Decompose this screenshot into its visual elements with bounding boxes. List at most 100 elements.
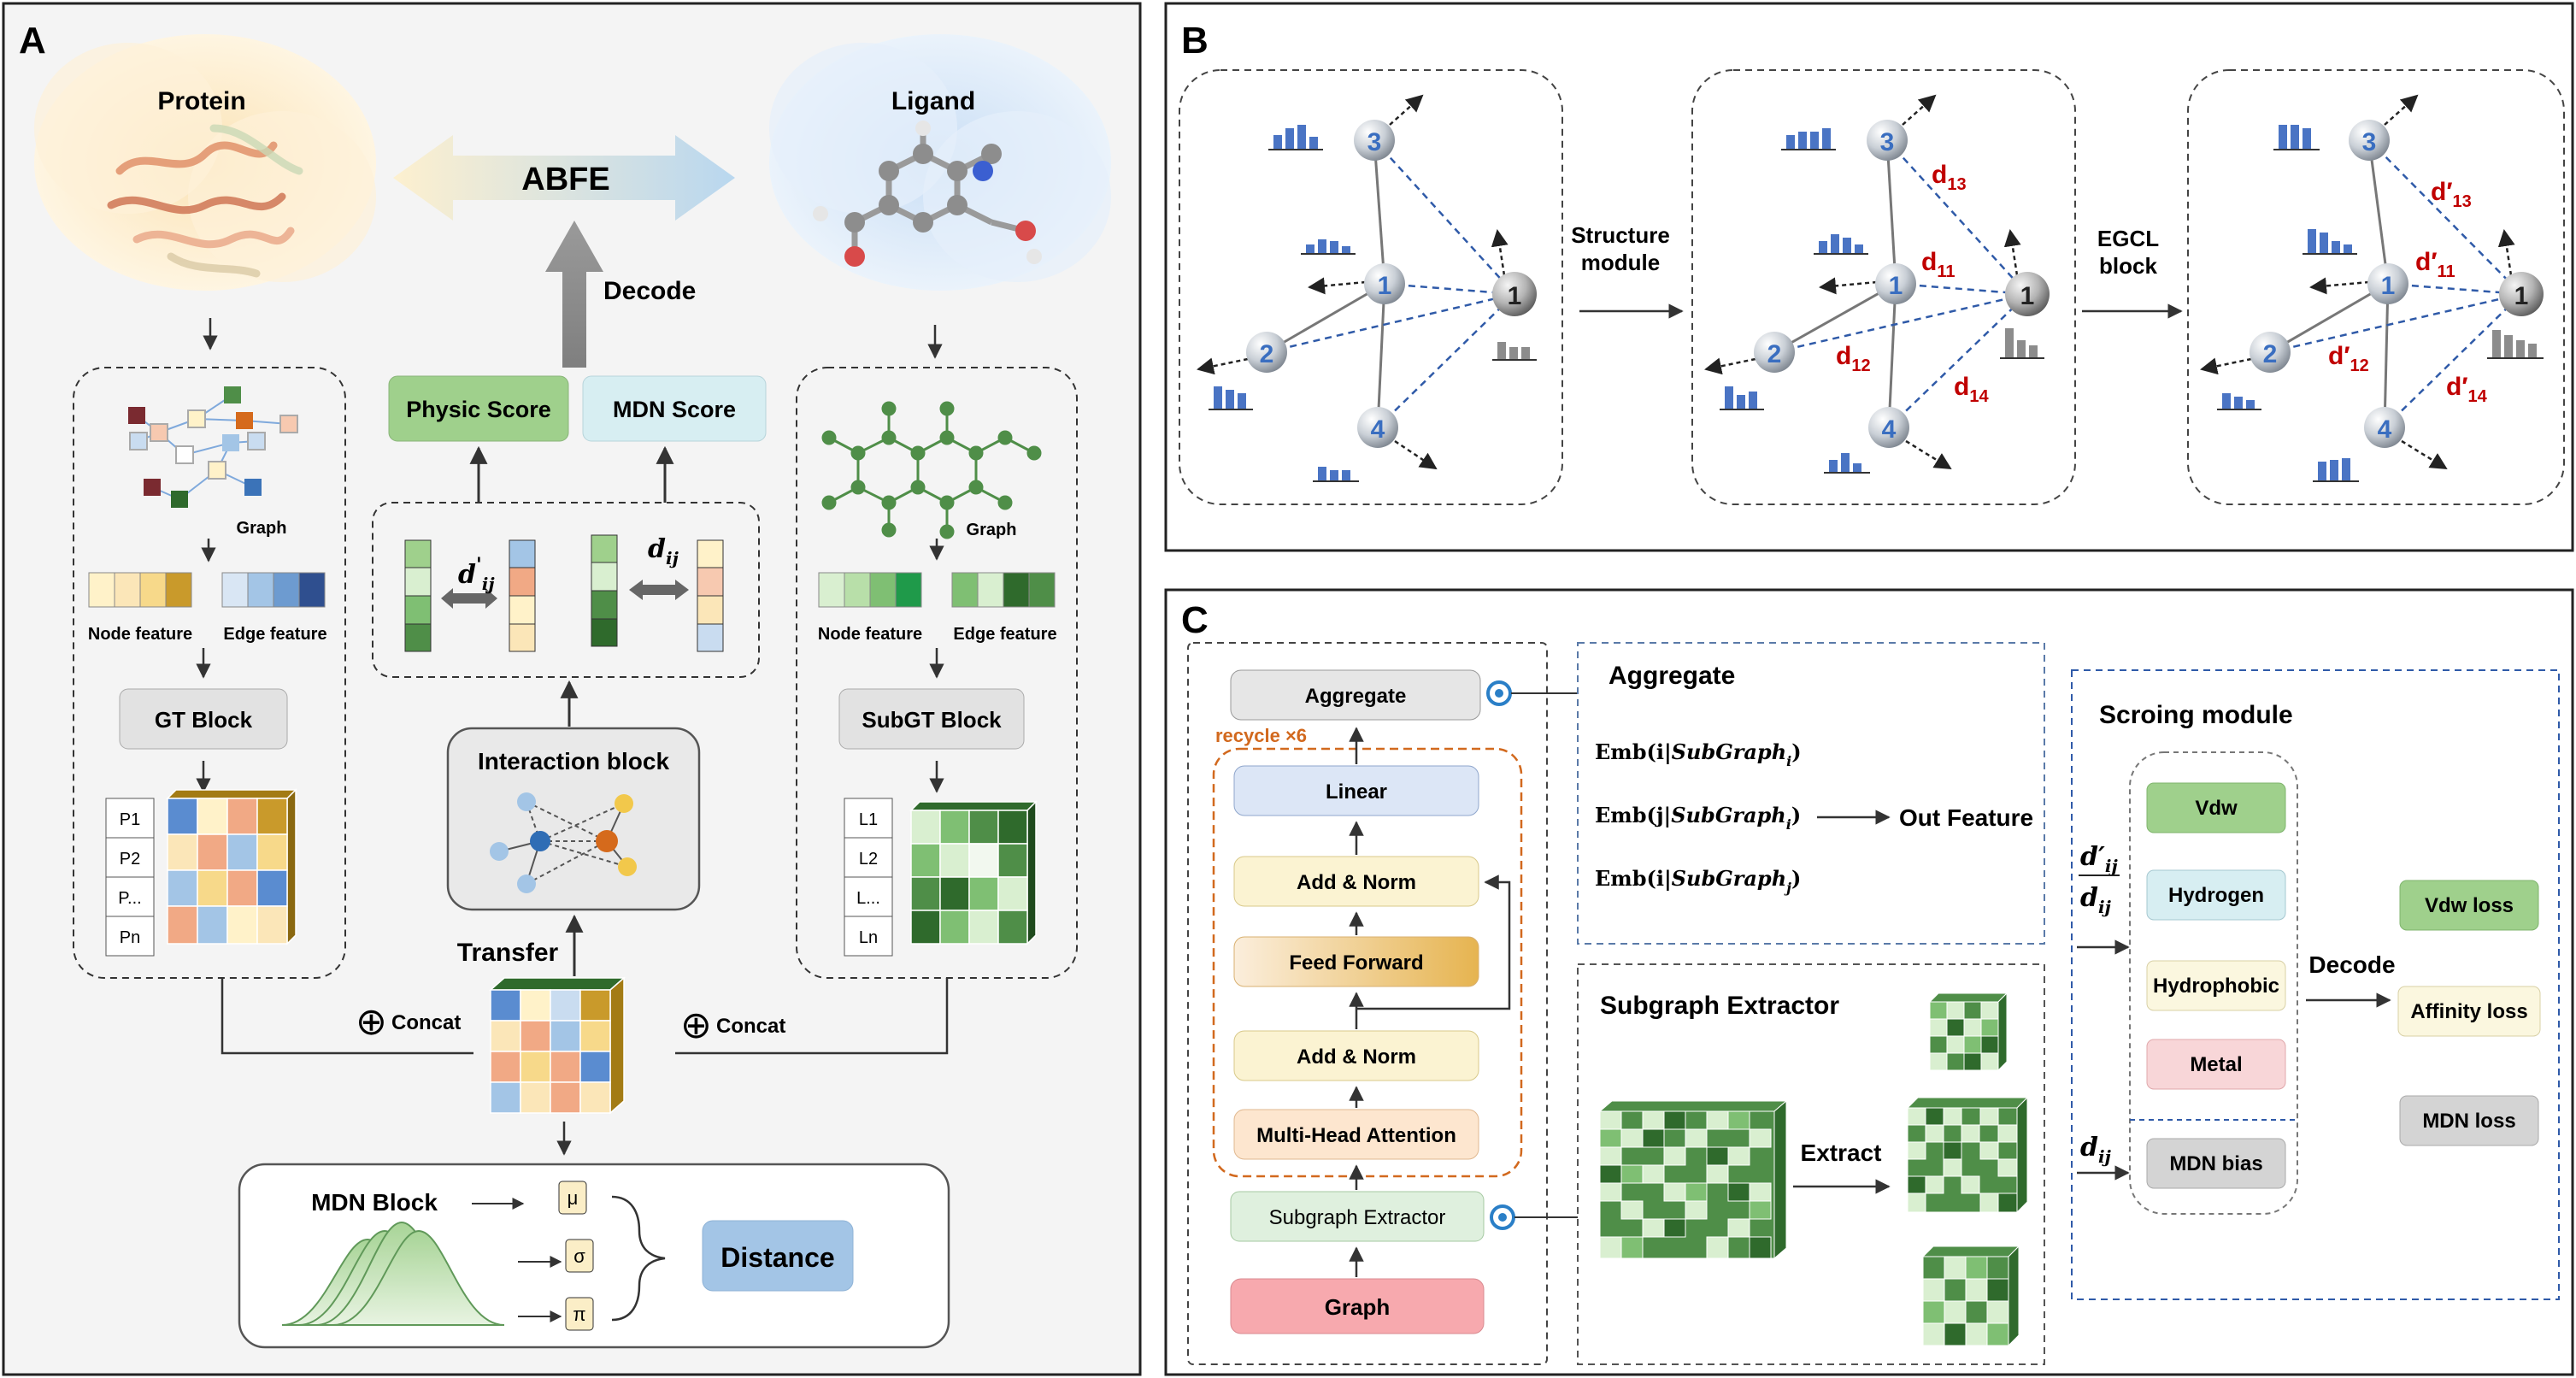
hydrophobic-label: Hydrophobic bbox=[2153, 975, 2279, 998]
mdn-block-label: MDN Block bbox=[311, 1189, 438, 1216]
svg-text:4: 4 bbox=[1371, 415, 1385, 444]
aggregate-detail-box bbox=[1577, 642, 2045, 945]
decode-arrow: Decode bbox=[545, 221, 696, 368]
protein-cloud: Protein bbox=[34, 34, 376, 291]
dij-input-label: dij bbox=[2080, 1133, 2112, 1167]
ligand-graph-icon bbox=[821, 401, 1042, 539]
protein-node-feature-label: Node feature bbox=[88, 625, 192, 644]
vdw-loss-label: Vdw loss bbox=[2425, 894, 2514, 917]
ligand-graph-label: Graph bbox=[967, 521, 1017, 539]
extract-label: Extract bbox=[1801, 1140, 1882, 1166]
protein-label-1: P1 bbox=[120, 810, 140, 829]
svg-text:2: 2 bbox=[1767, 340, 1782, 368]
emb-line-2: Emb(j|SubGraphi) bbox=[1595, 803, 1801, 833]
metal-box bbox=[2146, 1039, 2286, 1090]
subgraph-cube-top bbox=[1928, 992, 2008, 1072]
distance-box bbox=[702, 1220, 854, 1292]
graph-box bbox=[1230, 1278, 1485, 1334]
concat-left-symbol: ⊕ bbox=[356, 1001, 387, 1043]
svg-text:1: 1 bbox=[2514, 282, 2529, 310]
svg-text:4: 4 bbox=[2378, 415, 2392, 444]
emb-line-1: Emb(i|SubGraphi) bbox=[1595, 739, 1802, 769]
aggregate-button-label: Aggregate bbox=[1305, 685, 1407, 708]
mu-label: μ bbox=[568, 1187, 579, 1209]
feed-forward-label: Feed Forward bbox=[1289, 951, 1423, 975]
gaussian-mixture-icon bbox=[281, 1221, 505, 1326]
add-norm-top-box bbox=[1233, 856, 1479, 907]
protein-label-list: P1 P2 P... Pn bbox=[105, 798, 155, 957]
protein-title: Protein bbox=[157, 87, 245, 115]
concat-right-label: Concat bbox=[716, 1015, 785, 1038]
svg-text:1: 1 bbox=[1378, 272, 1392, 300]
emb-line-3: Emb(i|SubGraphj) bbox=[1595, 866, 1801, 896]
svg-text:3: 3 bbox=[1367, 128, 1382, 156]
ligand-node-feature bbox=[818, 572, 922, 608]
panel-a: A Protein Ligand bbox=[2, 2, 1142, 1376]
ligand-edge-feature bbox=[951, 572, 1056, 608]
svg-text:dij: dij bbox=[2080, 883, 2112, 917]
svg-text:d′13: d′13 bbox=[2431, 178, 2472, 211]
graph-box-label: Graph bbox=[1325, 1294, 1391, 1320]
sigma-box bbox=[565, 1239, 594, 1273]
svg-text:d14: d14 bbox=[1954, 373, 1989, 406]
abfe-label: ABFE bbox=[521, 162, 609, 197]
concat-right-symbol: ⊕ bbox=[680, 1004, 712, 1046]
hydrogen-box bbox=[2146, 869, 2286, 921]
panel-b: B 3 1 2 4 1 bbox=[1164, 2, 2574, 552]
decode-c-label: Decode bbox=[2308, 951, 2395, 978]
svg-text:d′ij: d′ij bbox=[2080, 842, 2118, 876]
hydrogen-label: Hydrogen bbox=[2168, 884, 2264, 907]
subgraph-cube-middle bbox=[1906, 1096, 2029, 1214]
ligand-label-list: L1 L2 L... Ln bbox=[844, 798, 893, 957]
protein-feature-cube bbox=[166, 788, 297, 945]
ligand-label-1: L1 bbox=[859, 810, 878, 829]
svg-text:1: 1 bbox=[1508, 282, 1522, 310]
mdn-bias-box bbox=[2146, 1138, 2286, 1189]
linear-box bbox=[1233, 765, 1479, 816]
recycle-box bbox=[1212, 747, 1523, 1178]
subgraph-extractor-button bbox=[1230, 1191, 1485, 1242]
metal-label: Metal bbox=[2190, 1053, 2242, 1076]
svg-text:3: 3 bbox=[1880, 128, 1895, 156]
pi-label: π bbox=[573, 1304, 585, 1325]
mdn-score-label: MDN Score bbox=[613, 397, 736, 422]
interaction-graph-icon bbox=[490, 792, 637, 893]
mdn-bias-label: MDN bias bbox=[2169, 1152, 2262, 1175]
add-norm-top-label: Add & Norm bbox=[1297, 871, 1416, 894]
encoder-stack-box bbox=[1187, 642, 1548, 1365]
affinity-loss-box bbox=[2397, 986, 2541, 1037]
aggregate-title: Aggregate bbox=[1609, 662, 1735, 690]
protein-edge-feature bbox=[221, 572, 326, 608]
scoring-module-title: Scroing module bbox=[2099, 701, 2293, 729]
vdw-loss-box bbox=[2399, 880, 2539, 931]
svg-text:d′11: d′11 bbox=[2415, 248, 2455, 281]
svg-text:2: 2 bbox=[1260, 340, 1274, 368]
transfer-label: Transfer bbox=[457, 939, 559, 967]
ligand-label-4: Ln bbox=[859, 928, 878, 947]
dij-right-pair: dij bbox=[591, 534, 724, 652]
ligand-title: Ligand bbox=[891, 87, 975, 115]
panel-a-letter: A bbox=[19, 20, 46, 62]
dij-right-label: dij bbox=[648, 534, 679, 568]
svg-text:1: 1 bbox=[1889, 272, 1903, 300]
concat-left-label: Concat bbox=[391, 1011, 461, 1034]
svg-text:d11: d11 bbox=[1921, 248, 1955, 281]
recycle-label: recycle ×6 bbox=[1215, 725, 1307, 746]
mdn-loss-label: MDN loss bbox=[2422, 1110, 2515, 1133]
add-norm-bottom-label: Add & Norm bbox=[1297, 1045, 1416, 1069]
ligand-label-2: L2 bbox=[859, 850, 878, 869]
gt-block-box bbox=[119, 688, 288, 750]
combined-feature-cube bbox=[489, 976, 626, 1115]
sigma-label: σ bbox=[573, 1246, 585, 1267]
mdn-brace bbox=[611, 1195, 666, 1322]
svg-text:d13: d13 bbox=[1932, 161, 1967, 194]
panel-b-letter: B bbox=[1181, 20, 1209, 62]
scoring-terms-box bbox=[2129, 751, 2298, 1215]
panel-c: C recycle ×6 Aggregate Linear Add & Norm… bbox=[1164, 588, 2574, 1376]
mha-box bbox=[1233, 1109, 1479, 1160]
protein-graph-label: Graph bbox=[237, 519, 287, 538]
vdw-label: Vdw bbox=[2195, 797, 2238, 820]
protein-node-feature bbox=[88, 572, 192, 608]
